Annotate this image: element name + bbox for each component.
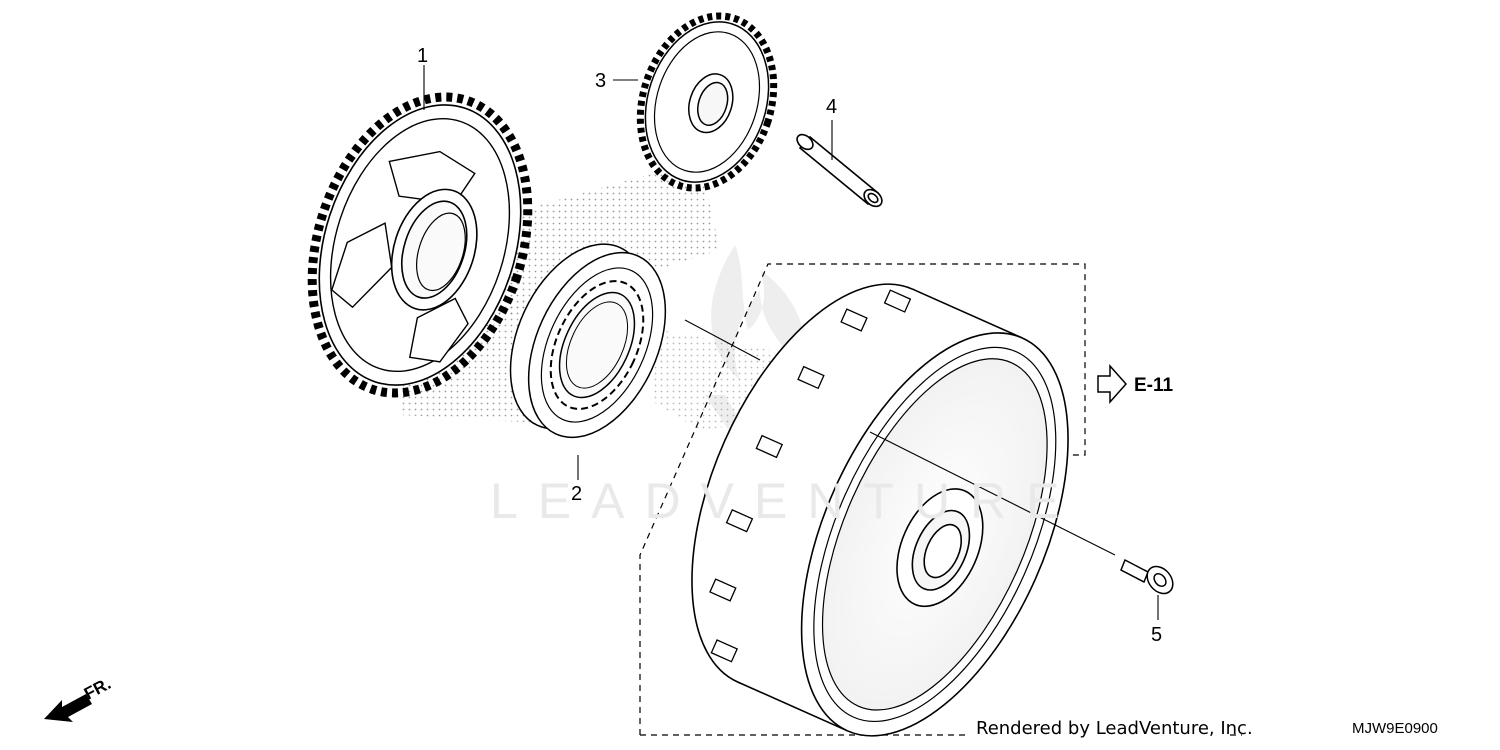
part-3-starter-idle-gear — [636, 12, 778, 192]
reference-link-e11[interactable]: E-11 — [1097, 364, 1174, 404]
flywheel-rotor — [691, 283, 1069, 737]
leader-lines — [423, 65, 1159, 620]
callout-part-4: 4 — [826, 96, 837, 118]
part-4-idle-gear-shaft — [796, 133, 883, 208]
part-1-starter-driven-gear — [307, 92, 533, 398]
front-direction-indicator: FR. — [44, 674, 114, 722]
watermark-text: LEADVENTURE — [490, 473, 1080, 529]
hollow-arrow-icon — [1097, 364, 1128, 404]
callout-part-2: 2 — [571, 483, 582, 505]
callout-part-1: 1 — [417, 45, 428, 67]
reference-label: E-11 — [1134, 375, 1174, 396]
flywheel-assembly-dashed-box — [639, 263, 1086, 735]
front-direction-arrow-icon — [44, 694, 92, 722]
part-2-one-way-clutch — [509, 243, 667, 439]
callout-part-3: 3 — [595, 70, 606, 92]
callout-part-5: 5 — [1151, 624, 1162, 646]
diagram-code: MJW9E0900 — [1352, 720, 1438, 737]
part-5-socket-bolt — [1120, 558, 1174, 595]
render-credit: Rendered by LeadVenture, Inc. — [976, 718, 1253, 739]
